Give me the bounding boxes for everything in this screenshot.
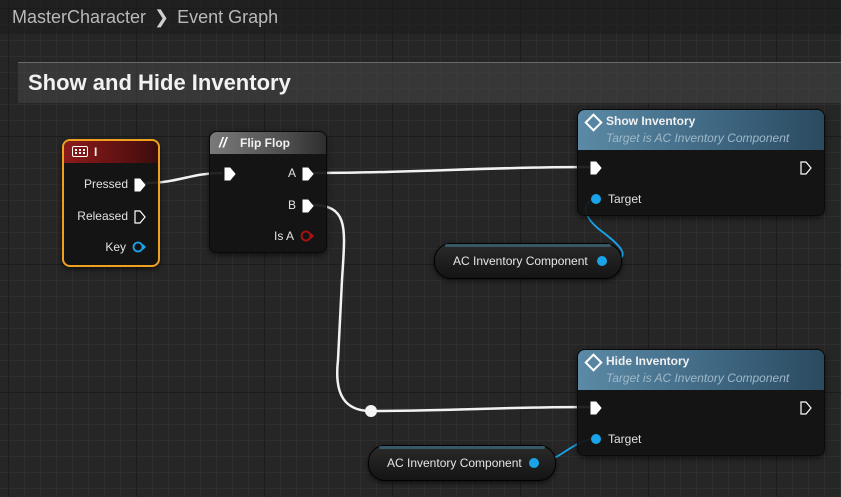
inventory-component-output-pin[interactable] xyxy=(529,458,539,468)
hide-inventory-subtitle: Target is AC Inventory Component xyxy=(606,371,790,385)
macro-icon: // xyxy=(219,134,227,150)
show-exec-out-pin[interactable] xyxy=(800,161,812,175)
key-label: Key xyxy=(105,240,126,254)
function-icon xyxy=(584,353,603,372)
hide-inventory-title: Hide Inventory xyxy=(606,354,690,368)
keyboard-icon xyxy=(72,146,88,157)
flipflop-header: // Flip Flop xyxy=(210,132,326,154)
show-inventory-subtitle: Target is AC Inventory Component xyxy=(606,131,790,145)
comment-title: Show and Hide Inventory xyxy=(28,70,291,95)
show-inventory-node[interactable]: Show Inventory Target is AC Inventory Co… xyxy=(577,109,825,216)
inventory-component-variable[interactable]: AC Inventory Component xyxy=(434,243,622,279)
show-inventory-title: Show Inventory xyxy=(606,114,696,128)
show-target-label: Target xyxy=(608,192,642,206)
inventory-component-label: AC Inventory Component xyxy=(453,254,588,268)
breadcrumb: MasterCharacter ❯ Event Graph xyxy=(0,0,841,34)
hide-target-label: Target xyxy=(608,432,642,446)
flipflop-b-label: B xyxy=(287,198,296,212)
pressed-exec-pin[interactable] xyxy=(134,178,146,192)
wire-b-to-reroute[interactable] xyxy=(311,203,372,413)
show-exec-in-pin[interactable] xyxy=(590,161,602,175)
flipflop-title: Flip Flop xyxy=(240,136,290,150)
pressed-label: Pressed xyxy=(83,177,128,191)
hide-exec-in-pin[interactable] xyxy=(590,401,602,415)
key-event-title: I xyxy=(94,145,98,159)
hide-exec-out-pin[interactable] xyxy=(800,401,812,415)
key-struct-pin[interactable] xyxy=(132,241,146,253)
breadcrumb-current[interactable]: Event Graph xyxy=(177,6,279,27)
inventory-component-label: AC Inventory Component xyxy=(387,456,522,470)
wire-reroute-to-hide[interactable] xyxy=(370,405,591,413)
hide-inventory-header: Hide Inventory Target is AC Inventory Co… xyxy=(578,350,824,390)
show-inventory-header: Show Inventory Target is AC Inventory Co… xyxy=(578,110,824,150)
released-exec-pin[interactable] xyxy=(134,210,146,224)
show-target-pin[interactable] xyxy=(591,194,601,204)
key-event-header: I xyxy=(64,141,158,163)
chevron-right-icon: ❯ xyxy=(154,6,170,27)
hide-target-pin[interactable] xyxy=(591,434,601,444)
flipflop-isa-bool-pin[interactable] xyxy=(300,230,314,242)
inventory-component-variable[interactable]: AC Inventory Component xyxy=(368,445,556,481)
comment-box[interactable] xyxy=(18,62,841,103)
reroute-node[interactable] xyxy=(365,405,377,417)
breadcrumb-root[interactable]: MasterCharacter xyxy=(12,6,147,27)
inventory-component-output-pin[interactable] xyxy=(597,256,607,266)
flipflop-exec-in-pin[interactable] xyxy=(224,167,236,181)
hide-inventory-node[interactable]: Hide Inventory Target is AC Inventory Co… xyxy=(577,349,825,456)
function-icon xyxy=(584,113,603,132)
flipflop-a-label: A xyxy=(287,166,296,180)
flipflop-a-exec-pin[interactable] xyxy=(302,167,314,181)
key-event-node[interactable]: I Pressed Released Key xyxy=(62,139,160,267)
wire-a-to-show[interactable] xyxy=(311,165,591,175)
released-label: Released xyxy=(77,209,128,223)
flipflop-node[interactable]: // Flip Flop A B Is A xyxy=(209,131,327,253)
flipflop-b-exec-pin[interactable] xyxy=(302,199,314,213)
flipflop-isa-label: Is A xyxy=(273,229,294,243)
